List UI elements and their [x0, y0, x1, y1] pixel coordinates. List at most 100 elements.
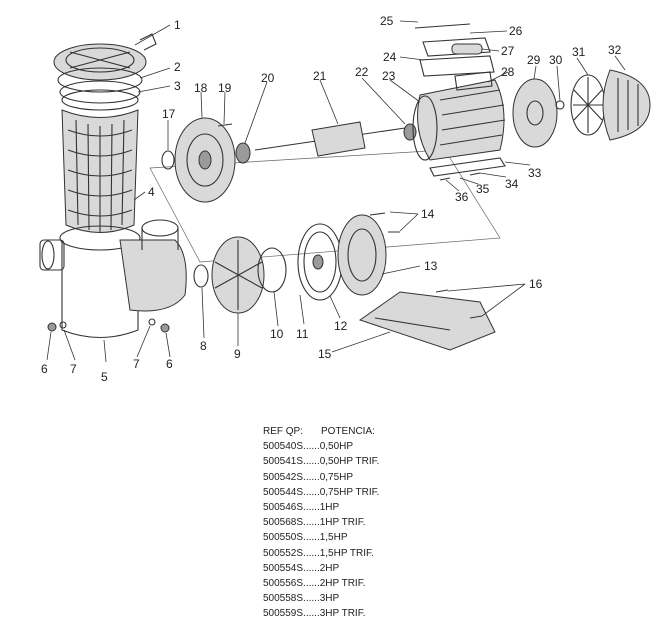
part-label-23: 23	[382, 69, 396, 83]
part-17	[161, 150, 175, 170]
part-base-screws	[435, 289, 483, 319]
part-label-29: 29	[527, 53, 541, 67]
part-motor-base	[429, 157, 506, 181]
table-row: 500554S......2HP	[263, 561, 379, 576]
part-label-27: 27	[501, 44, 515, 58]
part-label-7a: 7	[70, 362, 77, 376]
dot-leader: ......	[303, 532, 320, 544]
dot-leader: ......	[303, 502, 320, 514]
part-label-12: 12	[334, 319, 348, 333]
part-label-10: 10	[270, 327, 284, 341]
part-label-21: 21	[313, 69, 327, 83]
part-label-3: 3	[174, 79, 181, 93]
dot-leader: ......	[303, 578, 320, 590]
ref-code: 500541S	[263, 456, 304, 468]
part-label-15: 15	[318, 347, 332, 361]
table-row: 500542S......0,75HP	[263, 470, 379, 485]
part-pump-cover	[337, 214, 387, 296]
part-base	[358, 291, 496, 351]
part-bearing-rear	[403, 123, 417, 141]
dot-leader: ......	[303, 486, 320, 498]
part-label-35: 35	[476, 182, 490, 196]
part-label-33: 33	[528, 166, 542, 180]
part-label-13: 13	[424, 259, 438, 273]
part-strainer-basket	[61, 109, 139, 233]
part-rotor-shaft	[254, 121, 406, 157]
part-label-34: 34	[505, 177, 519, 191]
part-clip	[555, 100, 565, 110]
ref-code: 500568S	[263, 517, 304, 529]
power-value: 1,5HP	[319, 532, 348, 544]
power-value: 2HP	[319, 562, 340, 574]
part-label-30: 30	[549, 53, 563, 67]
power-value: 3HP TRIF.	[319, 608, 366, 620]
ref-code: 500546S	[263, 502, 304, 514]
part-label-26: 26	[509, 24, 523, 38]
ref-code: 500559S	[263, 608, 304, 620]
part-labels: 1 2 3 4 5 6 6 7 7 8 9 10 11 12 13 14 15 …	[41, 14, 622, 384]
part-label-2: 2	[174, 60, 181, 74]
part-motor-flange	[174, 117, 236, 203]
table-row: 500544S......0,75HP TRIF.	[263, 485, 379, 500]
power-value: 2HP TRIF.	[319, 578, 366, 590]
part-fan-cover	[602, 69, 651, 141]
part-label-5: 5	[101, 370, 108, 384]
part-lid	[53, 33, 157, 81]
dot-leader: ......	[303, 471, 320, 483]
ref-header: REF QP:	[263, 426, 304, 437]
table-row: 500559S......3HP TRIF.	[263, 606, 379, 621]
part-label-16: 16	[529, 277, 543, 291]
part-impeller	[257, 247, 287, 293]
part-label-9: 9	[234, 347, 241, 361]
dot-leader: ......	[303, 441, 320, 453]
part-19	[217, 123, 233, 127]
ref-code: 500558S	[263, 593, 304, 605]
part-label-8: 8	[200, 339, 207, 353]
reference-table-rows: 500540S......0,50HP 500541S......0,50HP …	[263, 439, 379, 621]
assembly-plane	[149, 149, 501, 263]
ref-code: 500550S	[263, 532, 304, 544]
part-label-22: 22	[355, 65, 369, 79]
exploded-pump-diagram: 1 2 3 4 5 6 6 7 7 8 9 10 11 12 13 14 15 …	[39, 14, 651, 384]
power-value: 0,75HP	[319, 471, 354, 483]
reference-table-header: REF QP: POTENCIA:	[263, 424, 379, 439]
part-pump-body	[39, 219, 187, 338]
part-label-1: 1	[174, 18, 181, 32]
part-label-19: 19	[218, 81, 232, 95]
ref-code: 500554S	[263, 562, 304, 574]
ref-code: 500542S	[263, 471, 304, 483]
power-value: 1,5HP TRIF.	[319, 547, 374, 559]
part-label-7b: 7	[133, 357, 140, 371]
power-header: POTENCIA:	[321, 426, 375, 437]
part-end-shield	[512, 78, 558, 148]
power-value: 1HP TRIF.	[319, 517, 366, 529]
part-label-4: 4	[148, 185, 155, 199]
ref-code: 500544S	[263, 486, 304, 498]
part-motor-stator	[412, 79, 506, 161]
part-label-28: 28	[501, 65, 515, 79]
part-label-6b: 6	[166, 357, 173, 371]
part-label-18: 18	[194, 81, 208, 95]
part-bearing-front	[235, 142, 251, 164]
dot-leader: ......	[303, 547, 320, 559]
dot-leader: ......	[303, 456, 320, 468]
table-row: 500546S......1HP	[263, 500, 379, 515]
dot-leader: ......	[303, 593, 320, 605]
part-label-17: 17	[162, 107, 176, 121]
table-row: 500552S......1,5HP TRIF.	[263, 546, 379, 561]
dot-leader: ......	[303, 562, 320, 574]
power-value: 0,50HP TRIF.	[319, 456, 380, 468]
part-label-24: 24	[383, 50, 397, 64]
ref-code: 500540S	[263, 441, 304, 453]
part-fan	[570, 74, 606, 136]
part-seal-plate	[297, 223, 343, 301]
part-terminal-box	[414, 23, 495, 91]
power-value: 1HP	[319, 502, 340, 514]
ref-code: 500552S	[263, 547, 304, 559]
ref-code: 500556S	[263, 578, 304, 590]
part-label-36: 36	[455, 190, 469, 204]
table-row: 500558S......3HP	[263, 591, 379, 606]
leader-lines	[46, 20, 626, 363]
part-label-31: 31	[572, 45, 586, 59]
power-value: 0,75HP TRIF.	[319, 486, 380, 498]
